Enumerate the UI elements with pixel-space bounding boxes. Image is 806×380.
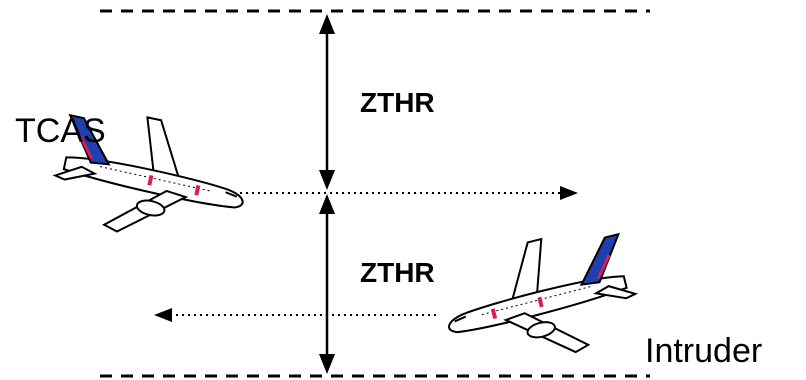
intruder-aircraft-icon [432, 218, 648, 380]
lower-zthr-arrow [319, 194, 335, 374]
intruder-label: Intruder [645, 332, 762, 370]
tcas-label: TCAS [15, 112, 106, 150]
upper-zthr-arrow [319, 14, 335, 190]
intruder-trajectory-arrow [154, 308, 440, 322]
own-trajectory-arrow [240, 186, 578, 200]
zthr-label-upper: ZTHR [360, 87, 435, 118]
zthr-label-lower: ZTHR [360, 257, 435, 288]
